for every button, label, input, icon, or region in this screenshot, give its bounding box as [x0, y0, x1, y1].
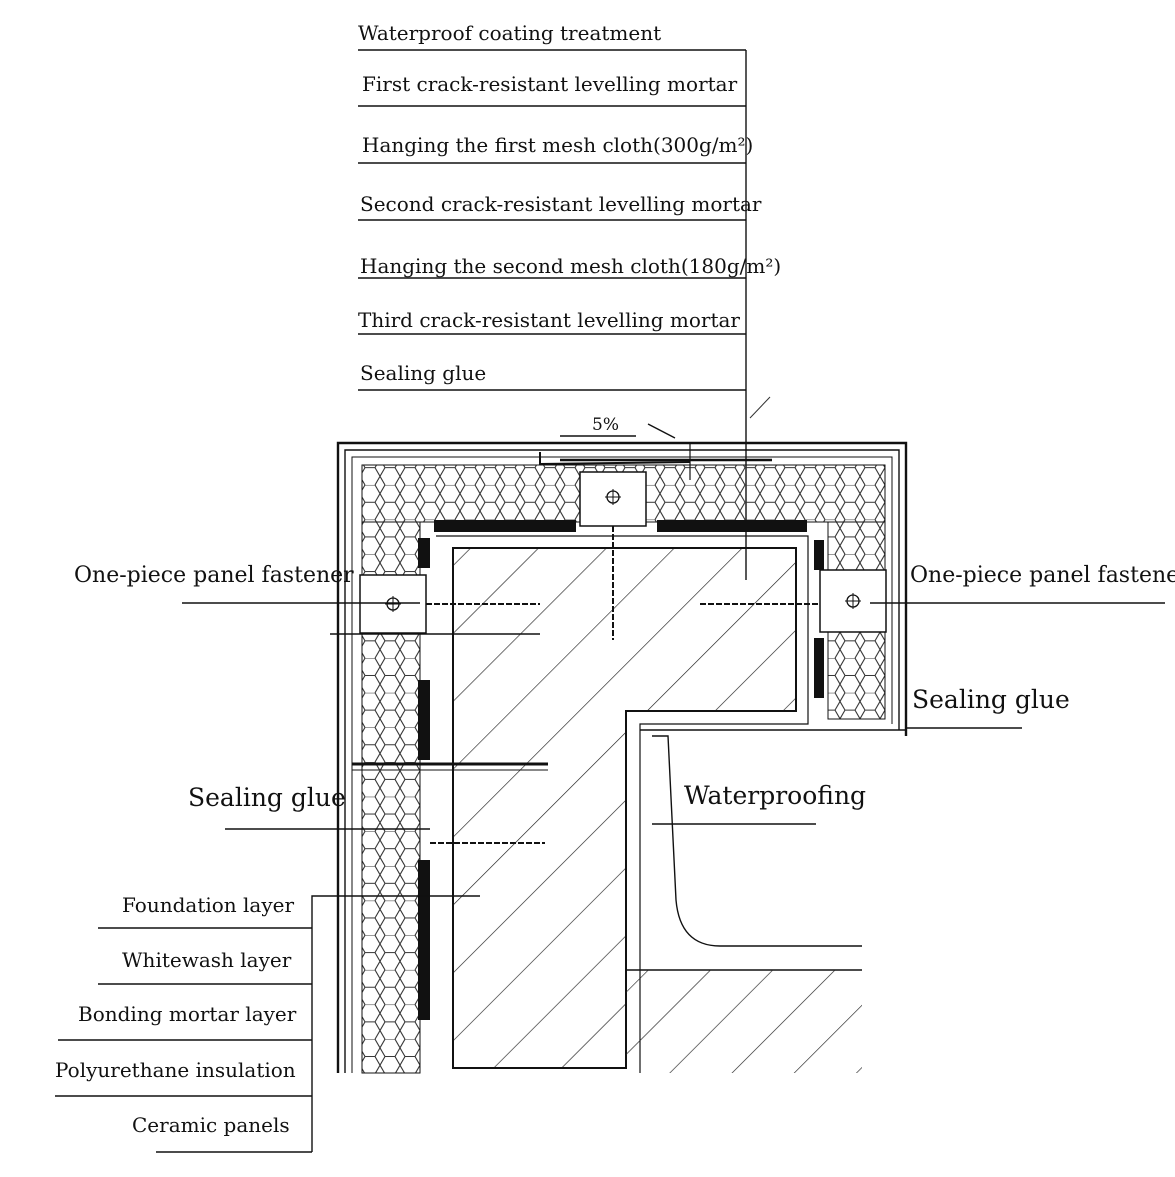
label-bonding-mortar: Bonding mortar layer — [78, 1002, 297, 1026]
label-second-mesh: Hanging the second mesh cloth(180g/m²) — [360, 254, 781, 278]
bottom-leader-line — [311, 895, 480, 1152]
label-foundation-layer: Foundation layer — [122, 893, 294, 917]
label-sealing-glue-left: Sealing glue — [188, 783, 346, 812]
slope-indicator: 5% — [560, 396, 771, 439]
label-sealing-glue-top: Sealing glue — [360, 361, 486, 385]
label-waterproof-coating: Waterproof coating treatment — [358, 21, 661, 45]
label-sealing-glue-right: Sealing glue — [912, 685, 1070, 714]
bottom-layer-labels: Foundation layer Whitewash layer Bonding… — [55, 893, 480, 1153]
label-whitewash-layer: Whitewash layer — [122, 948, 292, 972]
label-waterproofing: Waterproofing — [684, 781, 866, 810]
label-third-mortar: Third crack-resistant levelling mortar — [358, 308, 740, 332]
label-first-mortar: First crack-resistant levelling mortar — [362, 72, 738, 96]
top-layer-labels: Waterproof coating treatment First crack… — [358, 21, 781, 580]
slope-label: 5% — [592, 415, 619, 435]
label-fastener-left: One-piece panel fastener — [74, 563, 354, 588]
parapet-structure — [336, 441, 908, 1074]
label-first-mesh: Hanging the first mesh cloth(300g/m²) — [362, 133, 753, 157]
label-ceramic-panels: Ceramic panels — [132, 1113, 290, 1137]
label-fastener-right: One-piece panel fastener — [910, 563, 1175, 588]
label-second-mortar: Second crack-resistant levelling mortar — [360, 192, 762, 216]
label-polyurethane-insulation: Polyurethane insulation — [55, 1058, 296, 1082]
side-labels: One-piece panel fastener One-piece panel… — [74, 563, 1175, 830]
